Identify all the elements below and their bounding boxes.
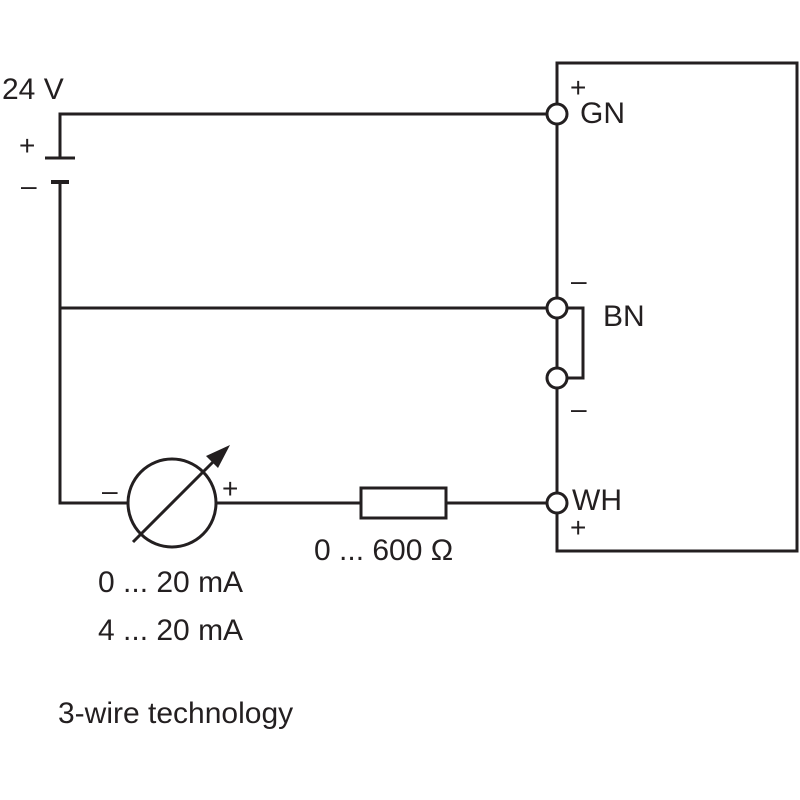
supply-positive-wire	[58, 112, 547, 158]
bn-bridge	[567, 306, 585, 380]
supply-minus-sign: –	[21, 170, 37, 201]
ammeter-arrow-shaft	[131, 453, 222, 544]
terminal-gn	[545, 102, 569, 126]
ammeter-symbol	[126, 445, 230, 549]
battery-symbol	[45, 156, 75, 184]
terminal-bn-bottom	[545, 366, 569, 390]
load-resistor	[359, 486, 448, 520]
meter-range-2: 4 ... 20 mA	[98, 614, 243, 647]
diagram-caption: 3-wire technology	[58, 697, 293, 730]
gn-label: GN	[580, 97, 625, 130]
meter-plus-sign: +	[222, 473, 238, 504]
ammeter-circle	[126, 457, 218, 549]
wh-label: WH	[572, 484, 622, 517]
meter-minus-sign: –	[102, 475, 118, 506]
supply-negative-rail	[58, 182, 128, 505]
gn-plus-sign: +	[570, 72, 586, 103]
bn-minus-top: –	[571, 265, 587, 296]
bn-minus-bottom: –	[571, 393, 587, 424]
terminal-bn-top	[545, 296, 569, 320]
load-range-label: 0 ... 600 Ω	[314, 534, 453, 567]
supply-plus-sign: +	[19, 130, 35, 161]
bn-label: BN	[603, 300, 645, 333]
supply-voltage-label: 24 V	[2, 73, 64, 106]
meter-range-1: 0 ... 20 mA	[98, 566, 243, 599]
sensor-housing	[555, 61, 799, 553]
ammeter-arrow-head	[206, 445, 230, 468]
terminal-wh	[545, 491, 569, 515]
wh-plus-sign: +	[570, 512, 586, 543]
